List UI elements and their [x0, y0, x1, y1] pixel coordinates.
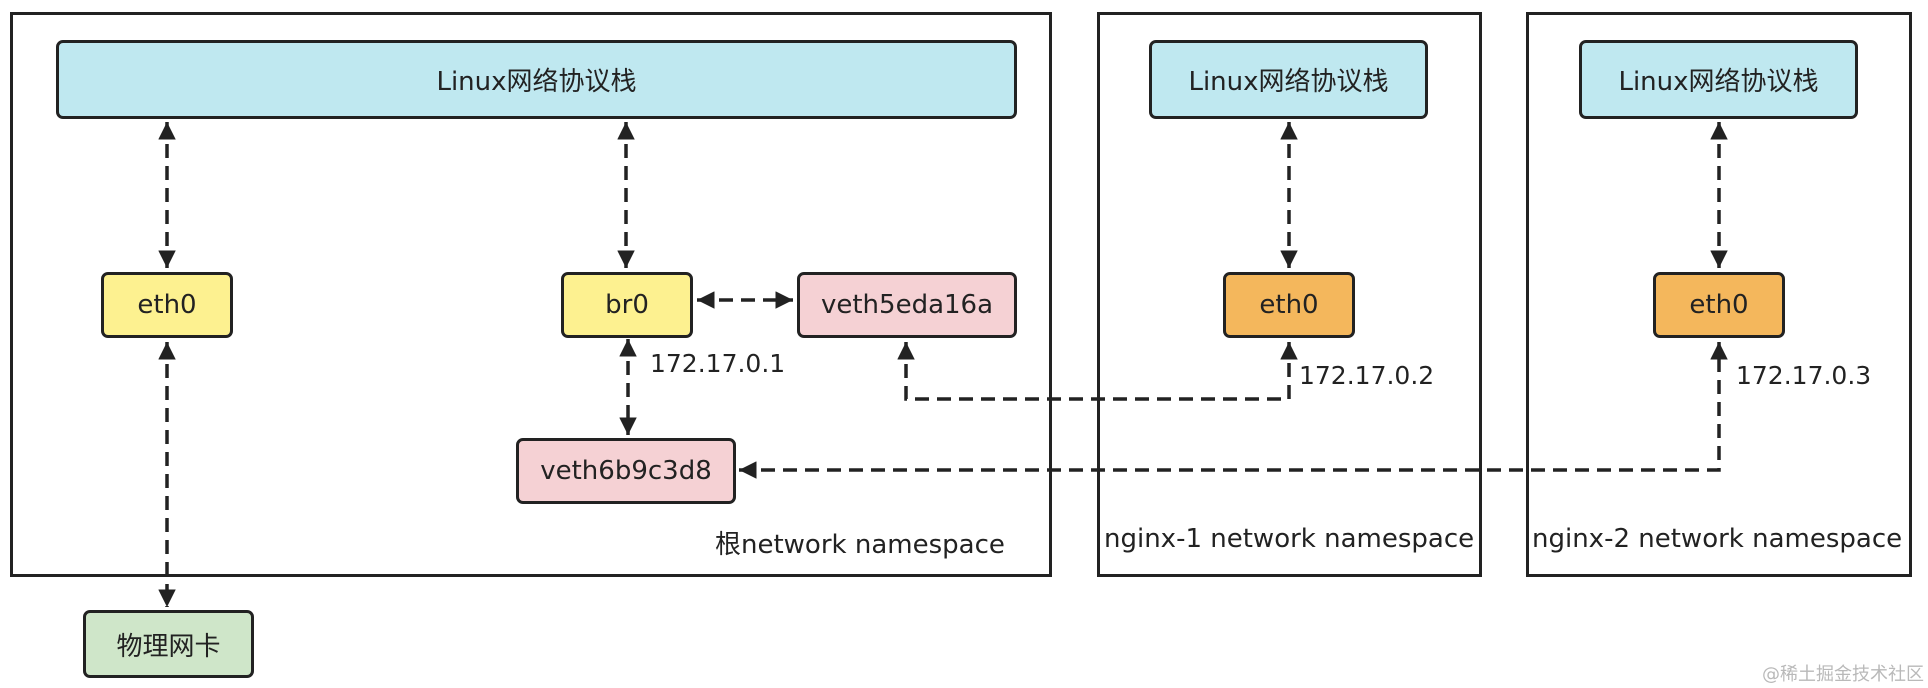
br0-ip-label: 172.17.0.1 — [650, 349, 786, 378]
nginx1-namespace-label: nginx-1 network namespace — [1104, 524, 1475, 554]
watermark: @稀土掘金技术社区 — [1762, 664, 1924, 685]
root-linux-network-stack: Linux网络协议栈 — [56, 40, 1017, 119]
nginx2-namespace-box — [1526, 12, 1912, 577]
nginx1-linux-network-stack: Linux网络协议栈 — [1149, 40, 1428, 119]
nginx1-eth0-node: eth0 — [1223, 272, 1355, 338]
nginx2-namespace-label: nginx-2 network namespace — [1532, 524, 1903, 554]
root-eth0-node: eth0 — [101, 272, 233, 338]
nginx2-linux-network-stack: Linux网络协议栈 — [1579, 40, 1858, 119]
veth5eda16a-node: veth5eda16a — [797, 272, 1017, 338]
root-namespace-label: 根network namespace — [715, 530, 1005, 560]
physical-nic-node: 物理网卡 — [83, 610, 254, 678]
root-namespace-box — [10, 12, 1052, 577]
nginx1-namespace-box — [1097, 12, 1482, 577]
nginx2-eth0-node: eth0 — [1653, 272, 1785, 338]
br0-node: br0 — [561, 272, 693, 338]
link-veth5eda16a-to-nginx1-eth0 — [897, 342, 1298, 401]
nginx1-eth0-ip-label: 172.17.0.2 — [1299, 361, 1435, 390]
nginx2-eth0-ip-label: 172.17.0.3 — [1736, 361, 1872, 390]
link-veth6b9c3d8-to-nginx2-eth0 — [739, 342, 1728, 479]
veth6b9c3d8-node: veth6b9c3d8 — [516, 438, 736, 504]
